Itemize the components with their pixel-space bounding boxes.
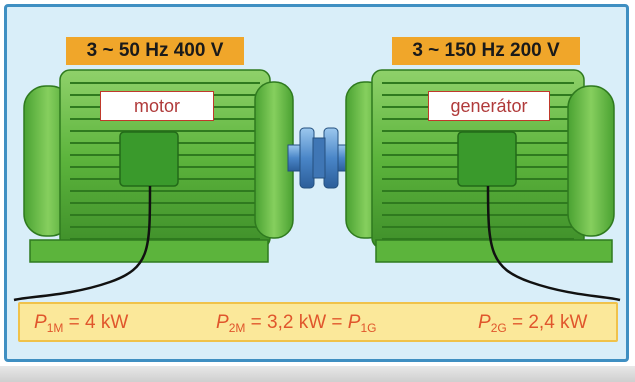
motor-supply-label: 3 ~ 50 Hz 400 V [66, 37, 244, 65]
power-formula-bar: P1M = 4 kW P2M = 3,2 kW = P1G P2G = 2,4 … [18, 302, 618, 342]
generator-name-label: generátor [428, 91, 550, 121]
generator-rear-cap [568, 86, 614, 236]
formula-p1m: P1M = 4 kW [34, 312, 128, 335]
formula-p2m: P2M = 3,2 kW = P1G [216, 312, 377, 335]
generator-terminal-box [458, 132, 516, 186]
generator-supply-label: 3 ~ 150 Hz 200 V [392, 37, 580, 65]
motor-base [30, 240, 268, 262]
motor-terminal-box [120, 132, 178, 186]
motor-front-cap [255, 82, 293, 238]
shaft-coupling [288, 128, 350, 188]
formula-p2g: P2G = 2,4 kW [478, 312, 587, 335]
motor-name-label: motor [100, 91, 214, 121]
footer-strip [0, 366, 635, 382]
